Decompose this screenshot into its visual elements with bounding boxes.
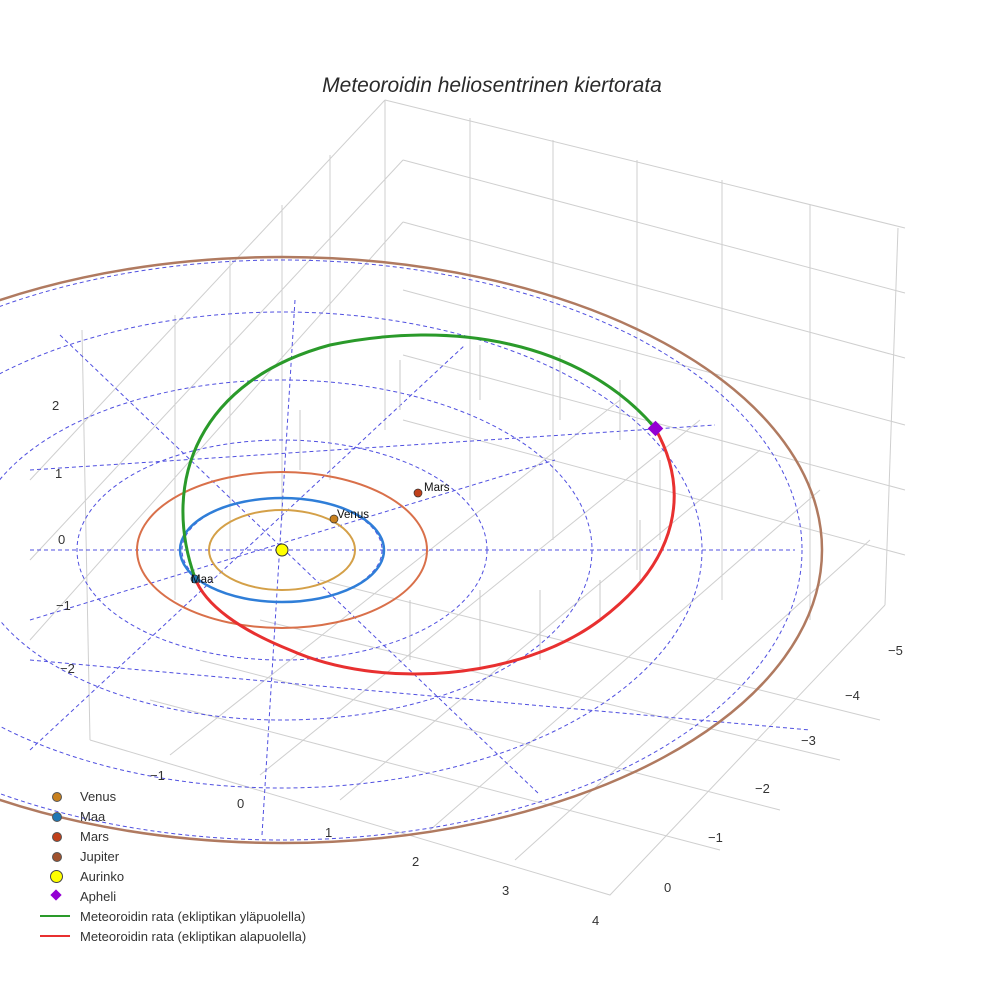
venus-marker[interactable] — [329, 514, 339, 524]
svg-text:3: 3 — [502, 883, 509, 898]
jupiter-orbit — [0, 255, 824, 845]
legend-item-orbit-above[interactable]: Meteoroidin rata (ekliptikan yläpuolella… — [36, 906, 306, 926]
venus-label: Venus — [337, 509, 369, 521]
mars-orbit — [136, 471, 428, 629]
x-axis-ticks: −1 0 1 2 3 4 — [150, 768, 599, 928]
earth-marker[interactable] — [190, 574, 200, 584]
legend-item-venus[interactable]: Venus — [36, 786, 306, 806]
y-axis-ticks: 0 −1 −2 −3 −4 −5 — [664, 643, 903, 895]
circle-icon — [52, 852, 62, 862]
svg-text:−4: −4 — [845, 688, 860, 703]
sun-marker[interactable] — [275, 543, 289, 557]
mars-marker[interactable] — [413, 488, 423, 498]
svg-text:−2: −2 — [60, 661, 75, 676]
legend: Venus Maa Mars Jupiter Aurinko Apheli Me… — [36, 786, 306, 946]
chart-title: Meteoroidin heliosentrinen kiertorata — [322, 74, 662, 97]
svg-text:−1: −1 — [56, 598, 71, 613]
svg-text:0: 0 — [664, 880, 671, 895]
drop-lines — [299, 345, 661, 670]
legend-item-orbit-below[interactable]: Meteoroidin rata (ekliptikan alapuolella… — [36, 926, 306, 946]
earth-orbit — [178, 496, 386, 604]
legend-item-mars[interactable]: Mars — [36, 826, 306, 846]
svg-text:1: 1 — [55, 466, 62, 481]
svg-text:2: 2 — [52, 398, 59, 413]
venus-orbit — [208, 509, 356, 591]
circle-icon — [52, 792, 62, 802]
legend-item-maa[interactable]: Maa — [36, 806, 306, 826]
svg-text:4: 4 — [592, 913, 599, 928]
svg-text:−3: −3 — [801, 733, 816, 748]
circle-icon — [52, 832, 62, 842]
legend-item-apheli[interactable]: Apheli — [36, 886, 306, 906]
line-icon — [40, 915, 70, 917]
z-axis-ticks: 2 1 0 −1 −2 — [52, 398, 75, 676]
earth-label: Maa — [191, 574, 214, 586]
svg-text:−5: −5 — [888, 643, 903, 658]
legend-item-jupiter[interactable]: Jupiter — [36, 846, 306, 866]
svg-text:0: 0 — [58, 532, 65, 547]
circle-icon — [52, 812, 62, 822]
meteoroid-orbit-below — [193, 427, 676, 676]
svg-text:−2: −2 — [755, 781, 770, 796]
diamond-icon — [50, 889, 62, 901]
svg-text:−1: −1 — [708, 830, 723, 845]
line-icon — [40, 935, 70, 937]
svg-text:1: 1 — [325, 825, 332, 840]
svg-text:2: 2 — [412, 854, 419, 869]
svg-text:0: 0 — [237, 796, 244, 811]
meteoroid-orbit-above — [181, 333, 657, 579]
legend-item-aurinko[interactable]: Aurinko — [36, 866, 306, 886]
mars-label: Mars — [424, 482, 450, 494]
reference-circles — [0, 259, 811, 841]
sun-icon — [50, 870, 63, 883]
svg-text:−1: −1 — [150, 768, 165, 783]
